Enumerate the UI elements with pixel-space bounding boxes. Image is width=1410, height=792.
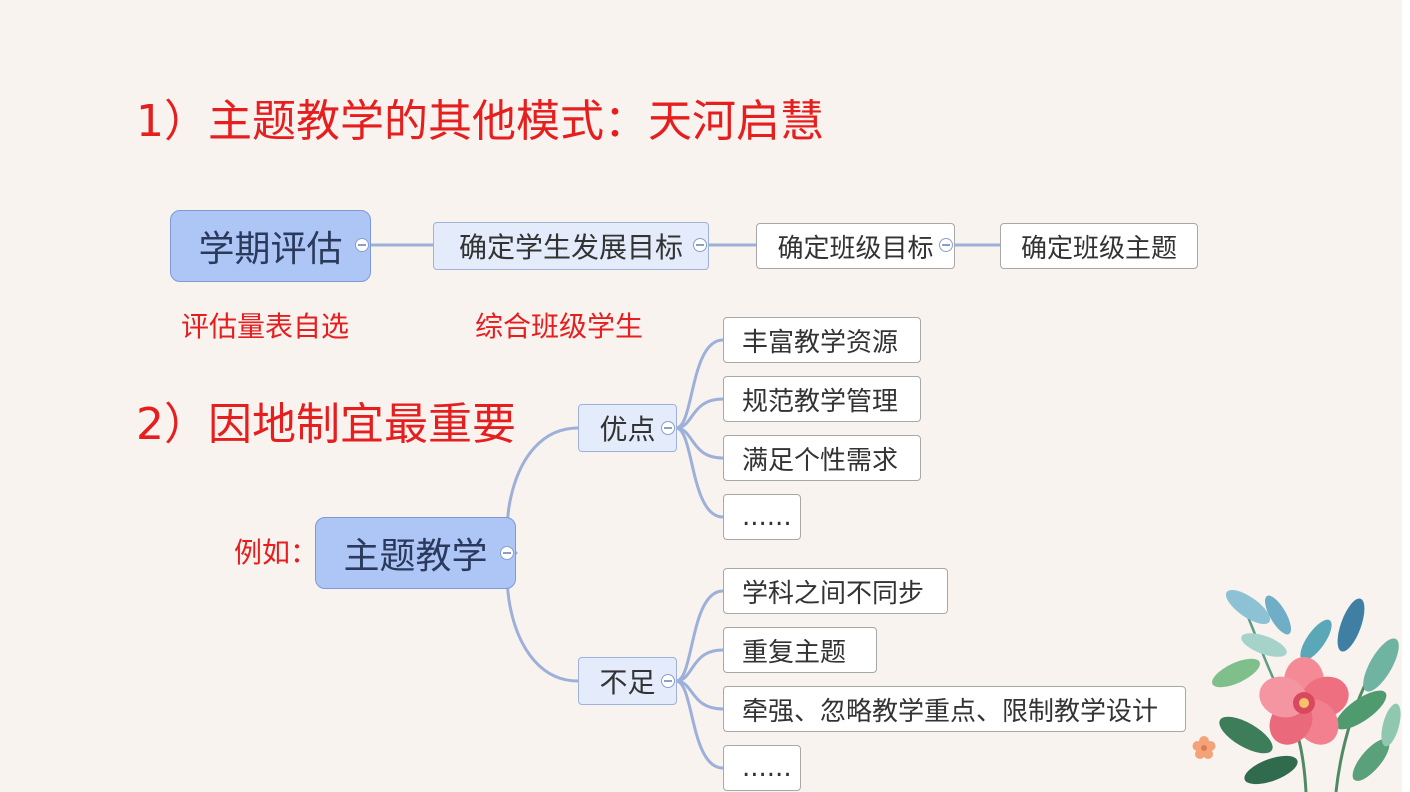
heading-1: 1）主题教学的其他模式：天河启慧	[136, 96, 824, 147]
connector-cons-1	[674, 589, 725, 683]
floral-decoration-icon	[1192, 589, 1401, 792]
tree-pros-item-label: 满足个性需求	[742, 445, 899, 476]
tree-root-label: 主题教学	[343, 536, 488, 577]
tree-pros-item-label: 规范教学管理	[742, 386, 899, 417]
right-edge-strip	[1402, 0, 1410, 792]
collapse-icon[interactable]	[693, 238, 707, 252]
tree-pros-node[interactable]: 优点	[578, 404, 677, 452]
collapse-icon[interactable]	[661, 674, 675, 688]
heading-2: 2）因地制宜最重要	[136, 399, 516, 450]
tree-cons-item[interactable]: ......	[723, 745, 801, 791]
tree-pros-item[interactable]: 规范教学管理	[723, 376, 921, 422]
tree-cons-item[interactable]: 学科之间不同步	[723, 568, 948, 614]
tree-cons-item-label: ......	[742, 753, 792, 783]
chain-root-node[interactable]: 学期评估	[170, 210, 371, 282]
chain-step1-node[interactable]: 确定学生发展目标	[433, 222, 709, 270]
tree-cons-node[interactable]: 不足	[578, 657, 677, 705]
connector-root-pros	[506, 426, 580, 555]
tree-pros-item-label: ......	[742, 502, 792, 532]
tree-root-node[interactable]: 主题教学	[315, 517, 516, 589]
chain-step3-node[interactable]: 确定班级主题	[1000, 223, 1198, 269]
connector-cons-2	[674, 648, 725, 683]
tree-pros-label: 优点	[599, 413, 656, 446]
tree-pros-item[interactable]: ......	[723, 494, 801, 540]
collapse-icon[interactable]	[500, 546, 514, 560]
note-scale: 评估量表自选	[181, 310, 350, 343]
collapse-icon[interactable]	[939, 238, 953, 252]
connector-pros-1	[674, 338, 725, 430]
collapse-icon[interactable]	[661, 421, 675, 435]
tree-cons-item-label: 牵强、忽略教学重点、限制教学设计	[742, 696, 1159, 727]
connector-root-cons	[506, 551, 580, 683]
note-example: 例如：	[234, 536, 319, 569]
tree-cons-item[interactable]: 牵强、忽略教学重点、限制教学设计	[723, 686, 1186, 732]
chain-step1-label: 确定学生发展目标	[458, 231, 683, 264]
chain-step2-node[interactable]: 确定班级目标	[756, 223, 955, 269]
tree-pros-item[interactable]: 满足个性需求	[723, 435, 921, 481]
connector-pros-4	[674, 426, 725, 519]
note-students: 综合班级学生	[475, 310, 644, 343]
collapse-icon[interactable]	[355, 238, 369, 252]
tree-cons-item[interactable]: 重复主题	[723, 627, 877, 673]
tree-cons-label: 不足	[599, 666, 656, 699]
tree-cons-item-label: 学科之间不同步	[742, 578, 925, 609]
tree-cons-item-label: 重复主题	[742, 637, 847, 668]
tree-pros-item[interactable]: 丰富教学资源	[723, 317, 921, 363]
chain-step3-label: 确定班级主题	[1020, 233, 1177, 264]
chain-root-label: 学期评估	[198, 229, 343, 270]
connector-cons-4	[674, 679, 725, 770]
tree-pros-item-label: 丰富教学资源	[742, 327, 899, 358]
chain-step2-label: 确定班级目标	[777, 233, 934, 264]
